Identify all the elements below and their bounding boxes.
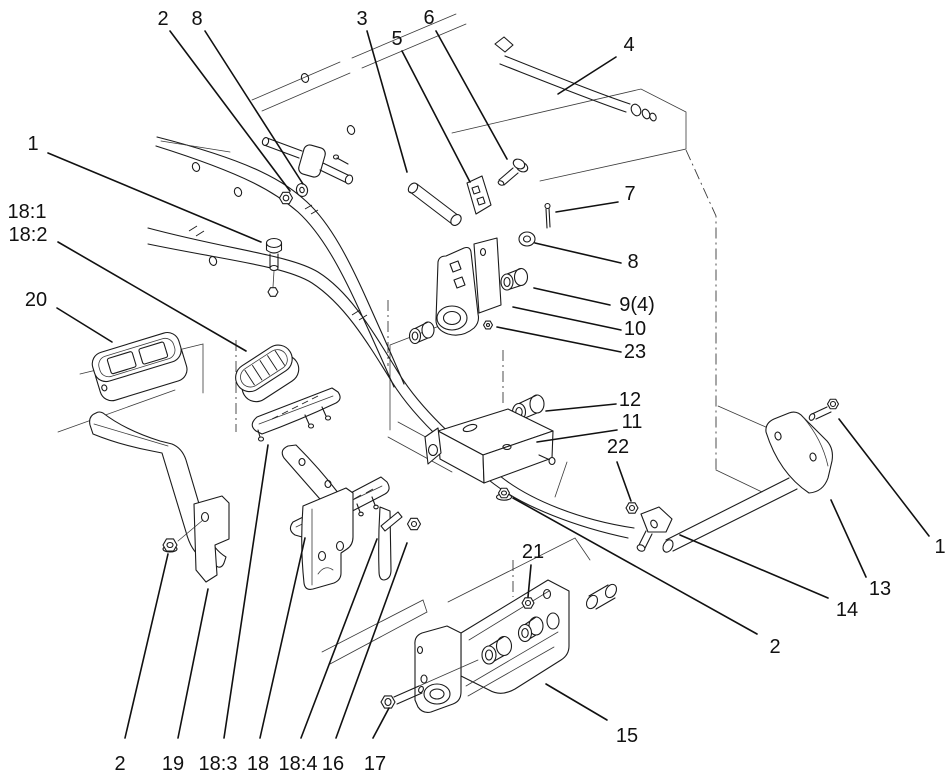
part-19-pedal-arm: [89, 411, 227, 568]
part-4-rod: [494, 36, 657, 122]
callout-leader-2: [169, 30, 291, 192]
callout-label-21: 21: [522, 541, 544, 563]
callout-label-1: 1: [934, 536, 945, 558]
callout-leader-12: [545, 403, 617, 412]
callout-label-17: 17: [364, 753, 386, 775]
part-16-nut: [406, 517, 422, 531]
lever-backing-plate: [473, 237, 502, 314]
callout-leader-9(4): [533, 287, 611, 306]
callout-leader-10: [512, 306, 622, 331]
part-5-bracket: [466, 175, 492, 215]
callout-label-14: 14: [836, 599, 858, 621]
callout-leader-7: [555, 201, 619, 213]
part-13-pivot-plate: [662, 411, 833, 553]
part-1-shoulder-bolt-left: [265, 237, 283, 297]
callout-leader-8: [534, 242, 622, 264]
callout-label-10: 10: [624, 318, 646, 340]
callout-label-2: 2: [157, 8, 168, 30]
rod-segment: [585, 583, 618, 610]
part-1-bolt-right: [808, 398, 840, 421]
callout-leader-18:2: [57, 241, 247, 352]
callout-leader-23: [496, 326, 622, 353]
callout-leader-15: [545, 683, 608, 721]
callout-leader-1: [47, 152, 262, 243]
frame-outlines: [57, 13, 769, 665]
callout-leader-2: [512, 497, 758, 635]
part-18-2-pedal-pad: [235, 344, 300, 403]
callout-label-20: 20: [25, 289, 47, 311]
callout-leader-19: [177, 588, 209, 739]
callout-label-18:4: 18:4: [279, 753, 318, 775]
part-3-pin: [407, 182, 462, 226]
control-cables: [147, 136, 635, 539]
part-17-bolt: [380, 685, 424, 709]
callout-label-16: 16: [322, 753, 344, 775]
callout-label-18:1: 18:1: [8, 201, 47, 223]
part-18-pedal-body: [251, 387, 341, 442]
callout-label-22: 22: [607, 436, 629, 458]
callout-label-18: 18: [247, 753, 269, 775]
callout-label-8: 8: [627, 251, 638, 273]
part-11-bracket: [424, 408, 556, 484]
callout-leader-8: [204, 30, 304, 185]
part-14-cable-end: [636, 506, 673, 552]
part-9-bushing-right: [500, 267, 529, 291]
part-15-bracket: [409, 579, 570, 713]
part-23-nut: [482, 320, 494, 330]
callout-label-4: 4: [623, 34, 634, 56]
callout-leader-2: [124, 553, 169, 739]
part-8-washer-top: [295, 183, 309, 197]
callout-label-8: 8: [191, 8, 202, 30]
callout-leader-11: [536, 429, 618, 443]
callout-label-12: 12: [619, 389, 641, 411]
callout-label-7: 7: [624, 183, 635, 205]
callout-label-1: 1: [27, 133, 38, 155]
part-8-washer-right: [518, 231, 536, 247]
part-2-flange-nut: [495, 487, 513, 501]
cable-clamp-assembly: [261, 137, 354, 185]
callout-leader-16: [335, 542, 408, 739]
callout-leader-4: [557, 56, 617, 95]
part-7-cotter-pin: [544, 202, 551, 229]
callout-leader-18:3: [223, 444, 269, 739]
callout-label-3: 3: [356, 8, 367, 30]
part-6-bolt: [497, 158, 529, 186]
callout-leader-20: [56, 307, 113, 343]
part-2-nut-left: [162, 538, 178, 553]
callout-leader-14: [679, 534, 829, 599]
callout-label-11: 11: [622, 411, 643, 433]
part-10-lever: [435, 246, 480, 336]
callout-leader-6: [435, 30, 508, 160]
part-9-bushing-left: [408, 321, 435, 345]
callout-label-2: 2: [769, 636, 780, 658]
callout-label-5: 5: [391, 28, 402, 50]
callout-label-23: 23: [624, 341, 646, 363]
callout-leader-13: [830, 499, 867, 578]
part-2-nut-top: [278, 191, 294, 205]
part-18-vertical-bracket: [301, 487, 354, 590]
callout-leader-22: [616, 461, 632, 502]
callout-leader-17: [372, 707, 390, 739]
callout-label-9(4): 9(4): [619, 294, 655, 316]
callout-leader-3: [366, 30, 408, 173]
pedal-arm-bracket-plate: [177, 495, 230, 583]
part-22-nut: [625, 502, 639, 514]
callout-label-15: 15: [616, 725, 638, 747]
callout-leader-18: [259, 537, 306, 739]
callout-leader-1: [838, 418, 930, 537]
part-21-nut: [521, 597, 535, 609]
callout-leader-21: [527, 564, 532, 598]
callout-label-18:3: 18:3: [199, 753, 238, 775]
callout-label-6: 6: [423, 7, 434, 29]
callout-label-13: 13: [869, 578, 891, 600]
callout-label-18:2: 18:2: [9, 224, 48, 246]
callout-leader-18:4: [300, 538, 378, 739]
callout-label-2: 2: [114, 753, 125, 775]
part-20-pedal-pad: [91, 331, 188, 402]
part-18-4-strap: [378, 506, 403, 581]
callout-label-19: 19: [162, 753, 184, 775]
callout-leader-5: [401, 50, 471, 183]
